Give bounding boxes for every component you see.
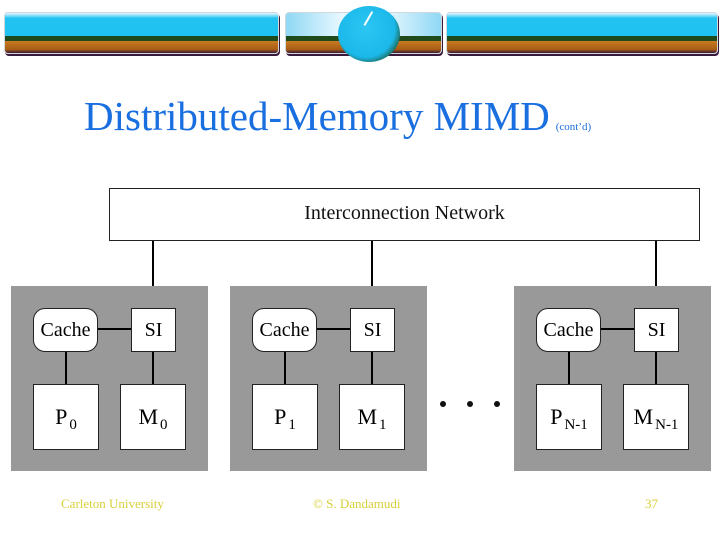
link-si-memory (655, 351, 657, 384)
footer-institution: Carleton University (61, 496, 164, 511)
link-cache-si (601, 328, 634, 330)
si-box: SI (131, 308, 176, 352)
link-network-node1 (371, 241, 373, 308)
cache-box: Cache (252, 308, 317, 352)
processor-index: N-1 (564, 417, 588, 433)
title-suffix: (cont’d) (555, 121, 592, 133)
page-number: 37 (645, 496, 658, 511)
link-cache-processor (568, 351, 570, 384)
memory-label: M (357, 404, 378, 429)
memory-label: M (633, 404, 654, 429)
memory-index: 1 (379, 417, 387, 433)
processor-index: 0 (69, 417, 77, 433)
processor-label: P (274, 404, 287, 429)
banner-right (446, 12, 718, 54)
cache-box: Cache (536, 308, 601, 352)
processor-label: P (55, 404, 68, 429)
globe-icon (338, 6, 400, 62)
processor-label: P (550, 404, 563, 429)
link-network-node0 (152, 241, 154, 308)
footer-copyright: © S. Dandamudi (313, 496, 401, 511)
si-box: SI (634, 308, 679, 352)
ellipsis-dot (494, 401, 500, 407)
memory-index: 0 (160, 417, 168, 433)
link-si-memory (371, 351, 373, 384)
title-main: Distributed-Memory MIMD (84, 93, 550, 139)
link-cache-si (317, 328, 350, 330)
si-box: SI (350, 308, 395, 352)
link-cache-processor (284, 351, 286, 384)
link-network-node2 (655, 241, 657, 308)
link-cache-processor (65, 351, 67, 384)
link-cache-si (98, 328, 131, 330)
link-si-memory (152, 351, 154, 384)
processor-index: 1 (288, 417, 296, 433)
ellipsis-dot (440, 401, 446, 407)
memory-label: M (138, 404, 159, 429)
interconnection-network-box: Interconnection Network (109, 188, 700, 241)
memory-index: N-1 (655, 417, 679, 433)
banner-left (4, 12, 279, 54)
ellipsis-dot (467, 401, 473, 407)
cache-box: Cache (33, 308, 98, 352)
slide-title: Distributed-Memory MIMD (cont’d) (84, 92, 591, 140)
